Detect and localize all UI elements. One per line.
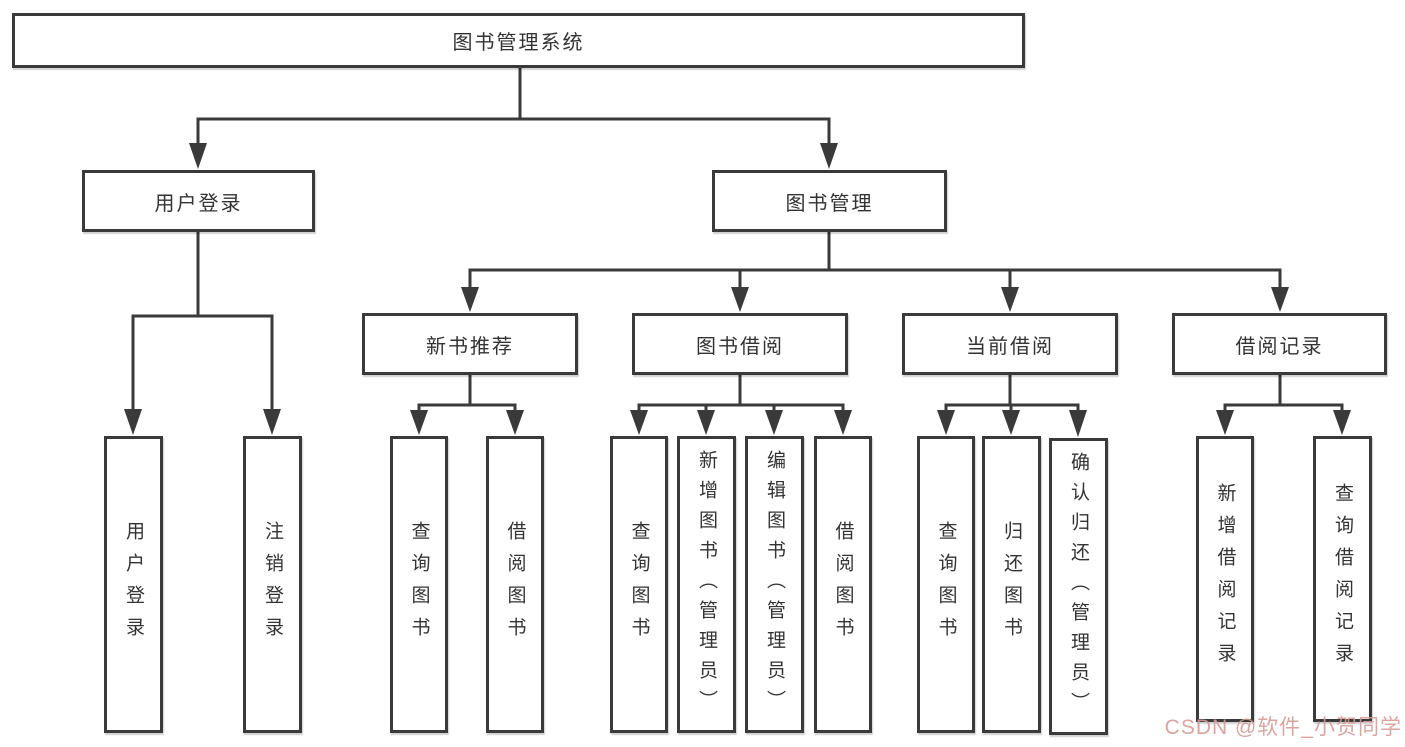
leaf-query-books-borrowing: 查询图书	[610, 436, 668, 733]
leaf-add-books-admin: 新增图书（管理员）	[677, 436, 736, 733]
leaf-query-borrow-record: 查询借阅记录	[1313, 436, 1372, 722]
leaf-user-login: 用户登录	[104, 436, 163, 733]
leaf-confirm-return-admin: 确认归还（管理员）	[1049, 438, 1108, 735]
leaf-query-books-recommend: 查询图书	[390, 436, 448, 733]
node-book-borrowing: 图书借阅	[632, 313, 848, 375]
node-library-system: 图书管理系统	[12, 13, 1025, 68]
leaf-borrow-books-recommend: 借阅图书	[486, 436, 544, 733]
leaf-edit-books-admin: 编辑图书（管理员）	[745, 436, 804, 733]
leaf-return-books: 归还图书	[982, 436, 1041, 733]
leaf-add-borrow-record: 新增借阅记录	[1196, 436, 1254, 722]
leaf-logout-login: 注销登录	[243, 436, 302, 733]
node-new-book-recommendation: 新书推荐	[362, 313, 578, 375]
node-borrowing-records: 借阅记录	[1172, 313, 1387, 375]
leaf-query-books-current: 查询图书	[917, 436, 975, 733]
watermark: CSDN @软件_小贺同学	[1164, 716, 1402, 739]
node-user-login: 用户登录	[82, 170, 315, 232]
leaf-borrow-books-borrowing: 借阅图书	[814, 436, 872, 733]
node-current-borrowing: 当前借阅	[902, 313, 1118, 375]
node-book-management: 图书管理	[712, 170, 947, 232]
